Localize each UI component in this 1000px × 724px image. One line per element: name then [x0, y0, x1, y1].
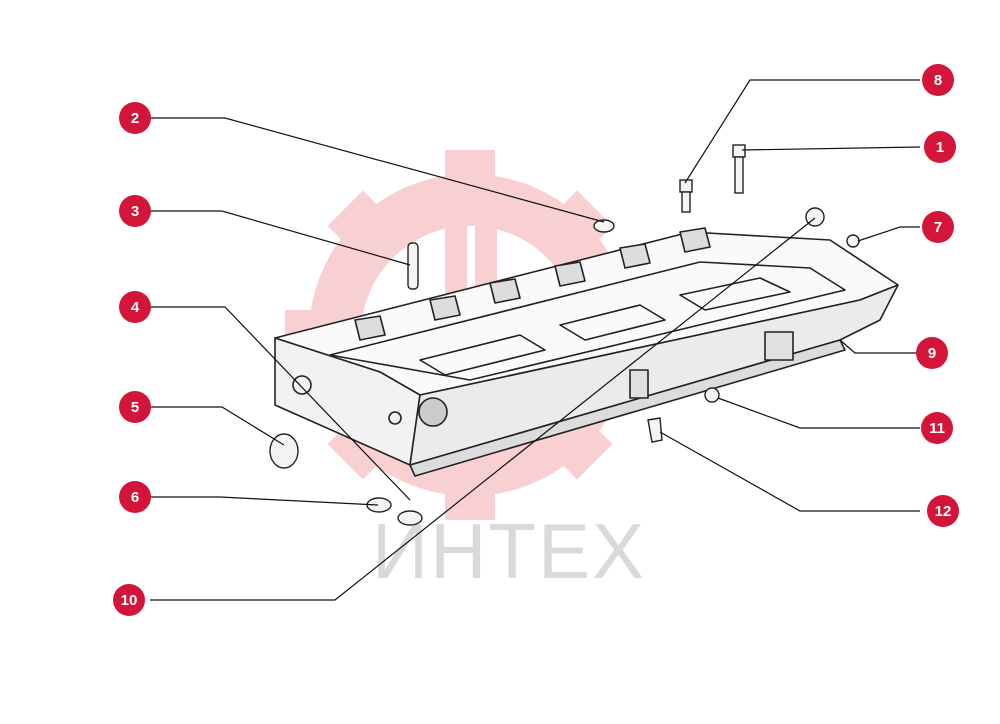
callout-circle — [922, 64, 954, 96]
seal-ring-b — [397, 510, 423, 526]
callout-label: 7 — [934, 219, 942, 236]
callout-label: 1 — [936, 139, 944, 156]
callout-circle — [924, 131, 956, 163]
callout-circle — [927, 495, 959, 527]
callout-label: 3 — [131, 203, 139, 220]
callout-label: 8 — [934, 72, 942, 89]
disc-plug — [269, 433, 299, 469]
callout-1: 1 — [924, 131, 956, 163]
plug-top — [593, 219, 615, 233]
bolt-short-shank — [681, 191, 691, 213]
bolt-long-shank — [734, 156, 744, 194]
callout-6: 6 — [119, 481, 151, 513]
leader-lines — [150, 79, 921, 601]
callout-circle — [916, 337, 948, 369]
callout-label: 6 — [131, 489, 139, 506]
callout-label: 12 — [935, 503, 952, 520]
callout-circle — [119, 102, 151, 134]
callout-circle — [119, 391, 151, 423]
ball-plug — [704, 387, 720, 403]
callout-circle — [113, 584, 145, 616]
callout-9: 9 — [916, 337, 948, 369]
elbow-fitting — [647, 417, 663, 443]
cylinder-head — [274, 227, 899, 477]
callout-10: 10 — [113, 584, 145, 616]
callout-label: 5 — [131, 399, 139, 416]
bolt-long — [732, 144, 746, 158]
callout-circle — [119, 291, 151, 323]
callout-2: 2 — [119, 102, 151, 134]
dowel-pin — [407, 242, 419, 290]
callout-label: 2 — [131, 110, 139, 127]
callout-3: 3 — [119, 195, 151, 227]
callout-circle — [921, 412, 953, 444]
callout-4: 4 — [119, 291, 151, 323]
small-plug — [846, 234, 860, 248]
callout-label: 4 — [131, 299, 140, 316]
callout-11: 11 — [921, 412, 953, 444]
small-parts — [269, 144, 860, 526]
callout-12: 12 — [927, 495, 959, 527]
callout-circle — [922, 211, 954, 243]
callout-circle — [119, 195, 151, 227]
callout-circle — [119, 481, 151, 513]
callout-label: 10 — [121, 592, 138, 609]
callout-label: 9 — [928, 345, 936, 362]
callout-8: 8 — [922, 64, 954, 96]
callout-5: 5 — [119, 391, 151, 423]
callout-label: 11 — [929, 420, 945, 437]
callout-7: 7 — [922, 211, 954, 243]
